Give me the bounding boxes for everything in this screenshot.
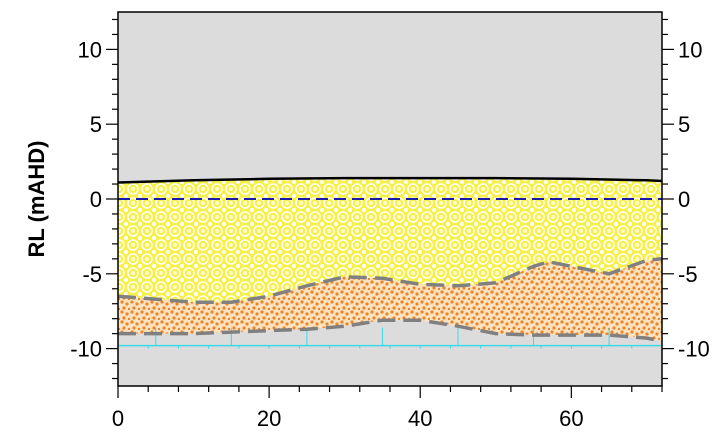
y-axis-label: RL (mAHD) [24,141,49,258]
sand-layer [118,178,662,303]
y-tick-label-left: 5 [90,112,102,137]
y-tick-label-left: -10 [70,337,102,362]
x-tick-label: 40 [408,406,432,431]
y-tick-label-right: -10 [678,337,710,362]
ground-surface-line [117,176,663,184]
y-tick-label-right: 10 [678,37,702,62]
gravel-base-line [118,318,663,343]
x-tick-label: 0 [112,406,124,431]
y-tick-label-left: -5 [82,262,102,287]
x-tick-label: 20 [257,406,281,431]
sand-base-line [117,257,663,304]
y-tick-label-left: 10 [78,37,102,62]
y-tick-label-right: 5 [678,112,690,137]
y-tick-label-right: 0 [678,187,690,212]
y-tick-label-left: 0 [90,187,102,212]
rock-layer [118,320,662,346]
x-tick-label: 60 [559,406,583,431]
y-tick-label-right: -5 [678,262,698,287]
gravelly-sand-layer [118,258,662,342]
